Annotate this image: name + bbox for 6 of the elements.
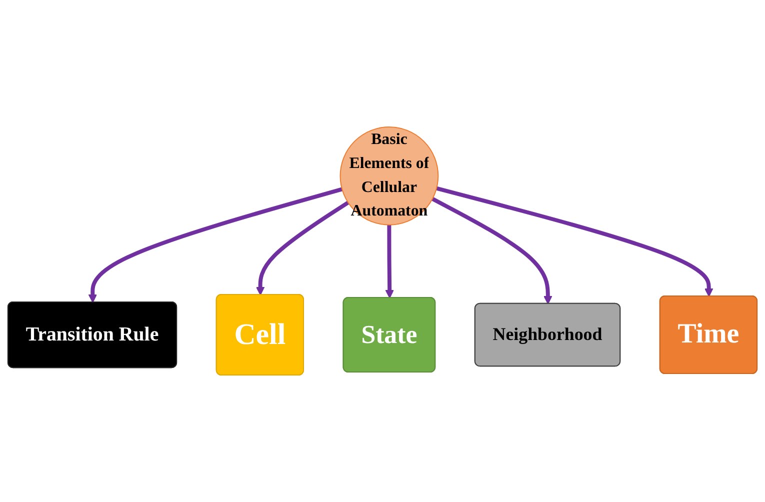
arrow xyxy=(88,187,343,303)
node-circle: Basic Elements of Cellular Automaton xyxy=(340,126,439,226)
arrow xyxy=(432,197,552,304)
arrow xyxy=(436,186,714,297)
arrow xyxy=(256,200,350,296)
arrow xyxy=(385,224,394,298)
